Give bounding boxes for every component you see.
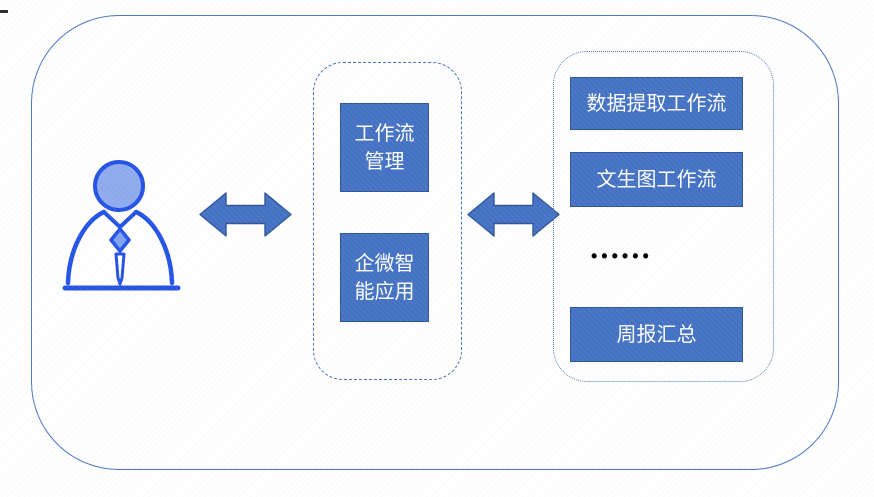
- weekly-report-label: 周报汇总: [616, 323, 697, 346]
- text-to-image-workflow-label: 文生图工作流: [596, 168, 717, 191]
- double-arrow-left-icon: [199, 192, 292, 237]
- data-extraction-workflow-label: 数据提取工作流: [586, 92, 727, 115]
- data-extraction-workflow-box: 数据提取工作流: [570, 77, 743, 130]
- management-panel: [313, 62, 462, 380]
- workflow-management-box: 工作流管理: [340, 103, 429, 192]
- outer-frame: [31, 15, 839, 470]
- user-left-shoulder: [65, 209, 107, 286]
- wecom-smart-app-box: 企微智能应用: [340, 233, 429, 322]
- ellipsis-dots: ••••••: [591, 245, 653, 266]
- user-tie-knot: [109, 227, 131, 253]
- stray-mark: [0, 10, 8, 13]
- user-tie: [114, 252, 126, 286]
- user-right-shoulder: [133, 209, 175, 286]
- user-head: [93, 160, 145, 212]
- double-arrow-right-icon: [467, 192, 560, 237]
- workflow-management-label: 工作流管理: [354, 122, 415, 173]
- user-collar: [102, 210, 138, 229]
- weekly-report-box: 周报汇总: [570, 307, 743, 362]
- text-to-image-workflow-box: 文生图工作流: [570, 152, 743, 207]
- user-icon: [62, 160, 181, 291]
- wecom-smart-app-label: 企微智能应用: [354, 252, 415, 303]
- workflows-panel: [553, 51, 774, 382]
